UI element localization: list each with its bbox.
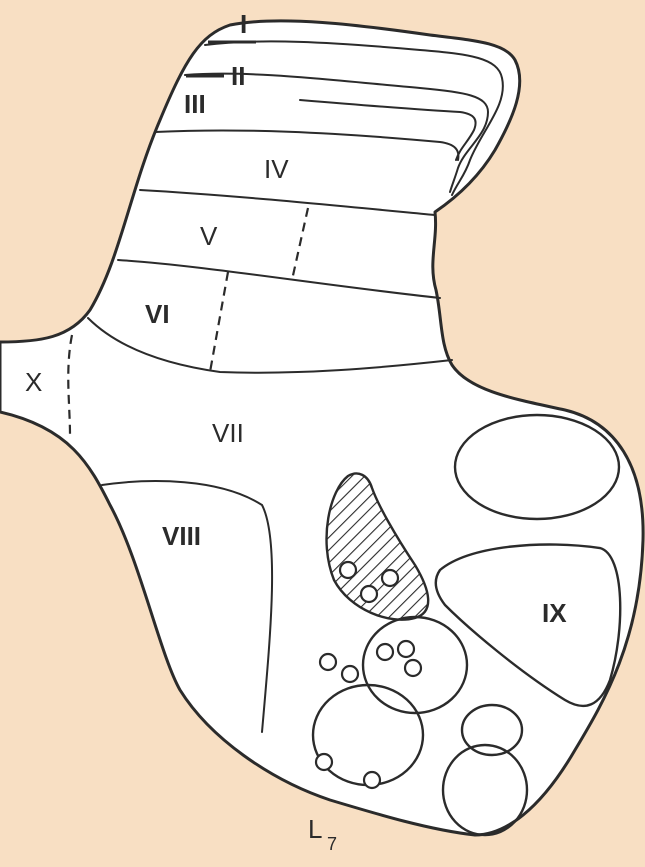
cell-9 bbox=[316, 754, 332, 770]
cell-4 bbox=[377, 644, 393, 660]
label-lamina-vii: VII bbox=[212, 418, 244, 448]
label-lamina-ix: IX bbox=[542, 598, 567, 628]
label-lamina-i: I bbox=[240, 9, 247, 39]
label-lamina-v: V bbox=[200, 221, 218, 251]
cell-8 bbox=[342, 666, 358, 682]
label-lamina-ii: II bbox=[231, 61, 245, 91]
label-lamina-vi: VI bbox=[145, 299, 170, 329]
label-lamina-iv: IV bbox=[264, 154, 289, 184]
grey-matter-outline bbox=[0, 21, 643, 835]
label-lamina-iii: III bbox=[184, 89, 206, 119]
cell-7 bbox=[320, 654, 336, 670]
cell-3 bbox=[361, 586, 377, 602]
cell-2 bbox=[382, 570, 398, 586]
cell-5 bbox=[398, 641, 414, 657]
label-segment: L bbox=[308, 814, 322, 844]
label-lamina-x: X bbox=[25, 367, 42, 397]
label-segment-number: 7 bbox=[327, 834, 337, 854]
cell-1 bbox=[340, 562, 356, 578]
cell-10 bbox=[364, 772, 380, 788]
cell-6 bbox=[405, 660, 421, 676]
label-lamina-viii: VIII bbox=[162, 521, 201, 551]
